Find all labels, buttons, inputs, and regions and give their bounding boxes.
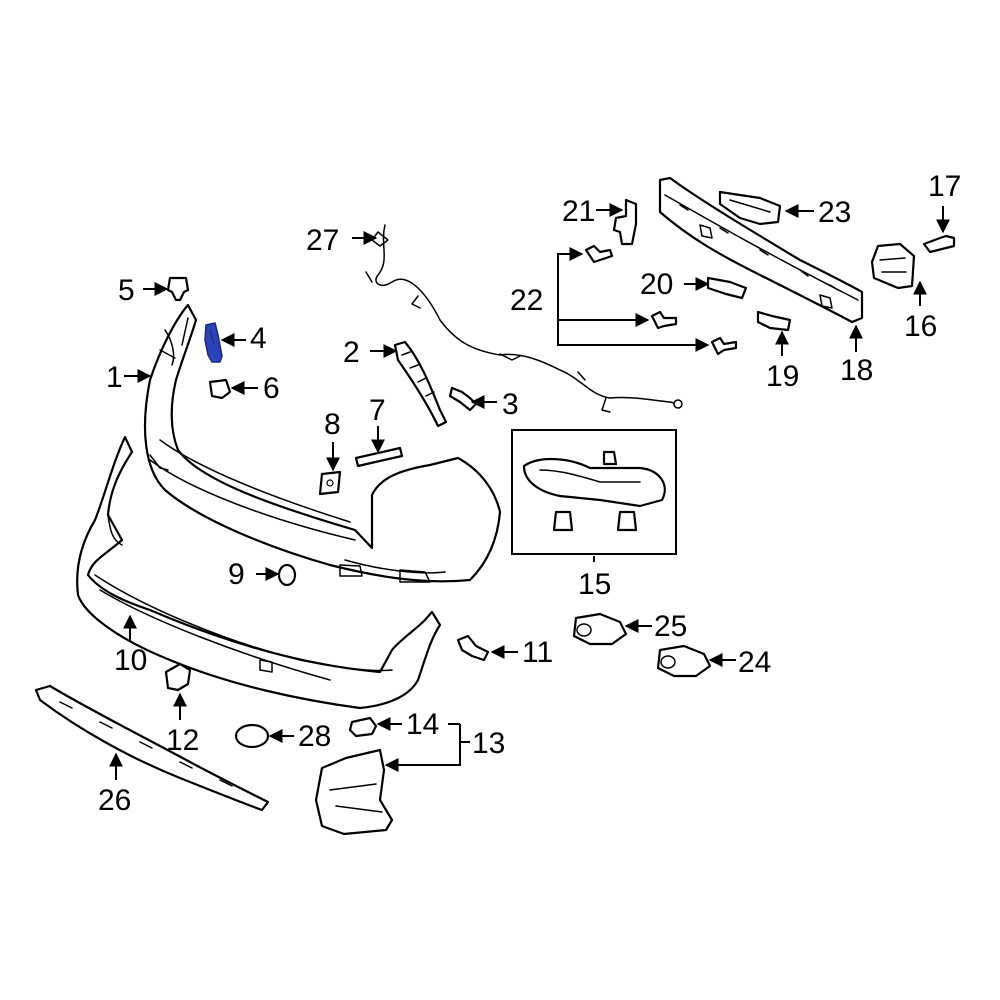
part-6-nut[interactable] [208,378,232,400]
part-25-sensor[interactable] [572,612,628,646]
part-11-bolt[interactable] [456,634,490,662]
callout-6: 6 [263,372,280,405]
leader-lines [109,203,950,780]
callout-20: 20 [640,268,673,301]
part-4-bracket-highlighted[interactable] [204,322,223,363]
callout-1: 1 [106,361,123,394]
part-3-bolt[interactable] [448,386,478,412]
callout-22: 22 [510,284,543,317]
part-22-screw-c[interactable] [710,336,738,356]
callout-labels: 1 2 3 4 5 6 7 8 9 10 11 12 13 14 15 16 1… [98,170,961,817]
part-8-pad[interactable] [318,470,342,496]
part-21-bracket[interactable] [612,198,638,246]
callout-2: 2 [343,336,360,369]
callout-3: 3 [502,388,519,421]
callout-28: 28 [298,720,331,753]
part-19-bracket[interactable] [756,310,792,332]
part-12-tow-cover[interactable] [164,662,192,692]
callout-23: 23 [818,196,851,229]
part-10-lower-valance[interactable] [76,435,442,710]
callout-26: 26 [98,784,131,817]
callout-24: 24 [738,646,771,679]
callout-21: 21 [562,195,595,228]
part-9-cap[interactable] [277,563,297,587]
callout-18: 18 [840,354,873,387]
part-14-clip[interactable] [348,716,378,738]
part-27-wiring-harness[interactable] [365,224,683,413]
callout-19: 19 [766,360,799,393]
part-20-bracket[interactable] [706,276,748,300]
callout-14: 14 [406,708,439,741]
callout-13: 13 [472,727,505,760]
part-23-absorber[interactable] [718,190,782,226]
part-2-side-bracket[interactable] [393,340,448,428]
callout-5: 5 [118,274,135,307]
part-13-splash-shield[interactable] [314,748,394,836]
callout-16: 16 [904,310,937,343]
part-5-clip[interactable] [166,276,190,302]
part-18-reinforcement-beam[interactable] [658,176,864,324]
part-24-sensor[interactable] [656,644,712,678]
callout-17: 17 [928,170,961,203]
callout-12: 12 [166,724,199,757]
callout-27: 27 [306,224,339,257]
callout-8: 8 [324,408,341,441]
part-22-screw-b[interactable] [650,310,678,330]
callout-11: 11 [522,636,553,669]
part-15-lamp-group[interactable] [511,429,677,555]
part-26-deflector[interactable] [34,684,270,812]
part-22-screw-a[interactable] [584,244,614,264]
callout-10: 10 [114,644,147,677]
part-28-cap[interactable] [234,723,270,749]
callout-7: 7 [369,394,386,427]
part-16-bracket[interactable] [870,242,916,290]
part-1-bumper-cover[interactable] [143,303,502,583]
callout-15: 15 [578,568,611,601]
part-17-bolt[interactable] [922,234,956,254]
callout-4: 4 [250,322,267,355]
callout-9: 9 [228,558,245,591]
callout-25: 25 [654,610,687,643]
part-7-reflector-strip[interactable] [354,446,404,468]
